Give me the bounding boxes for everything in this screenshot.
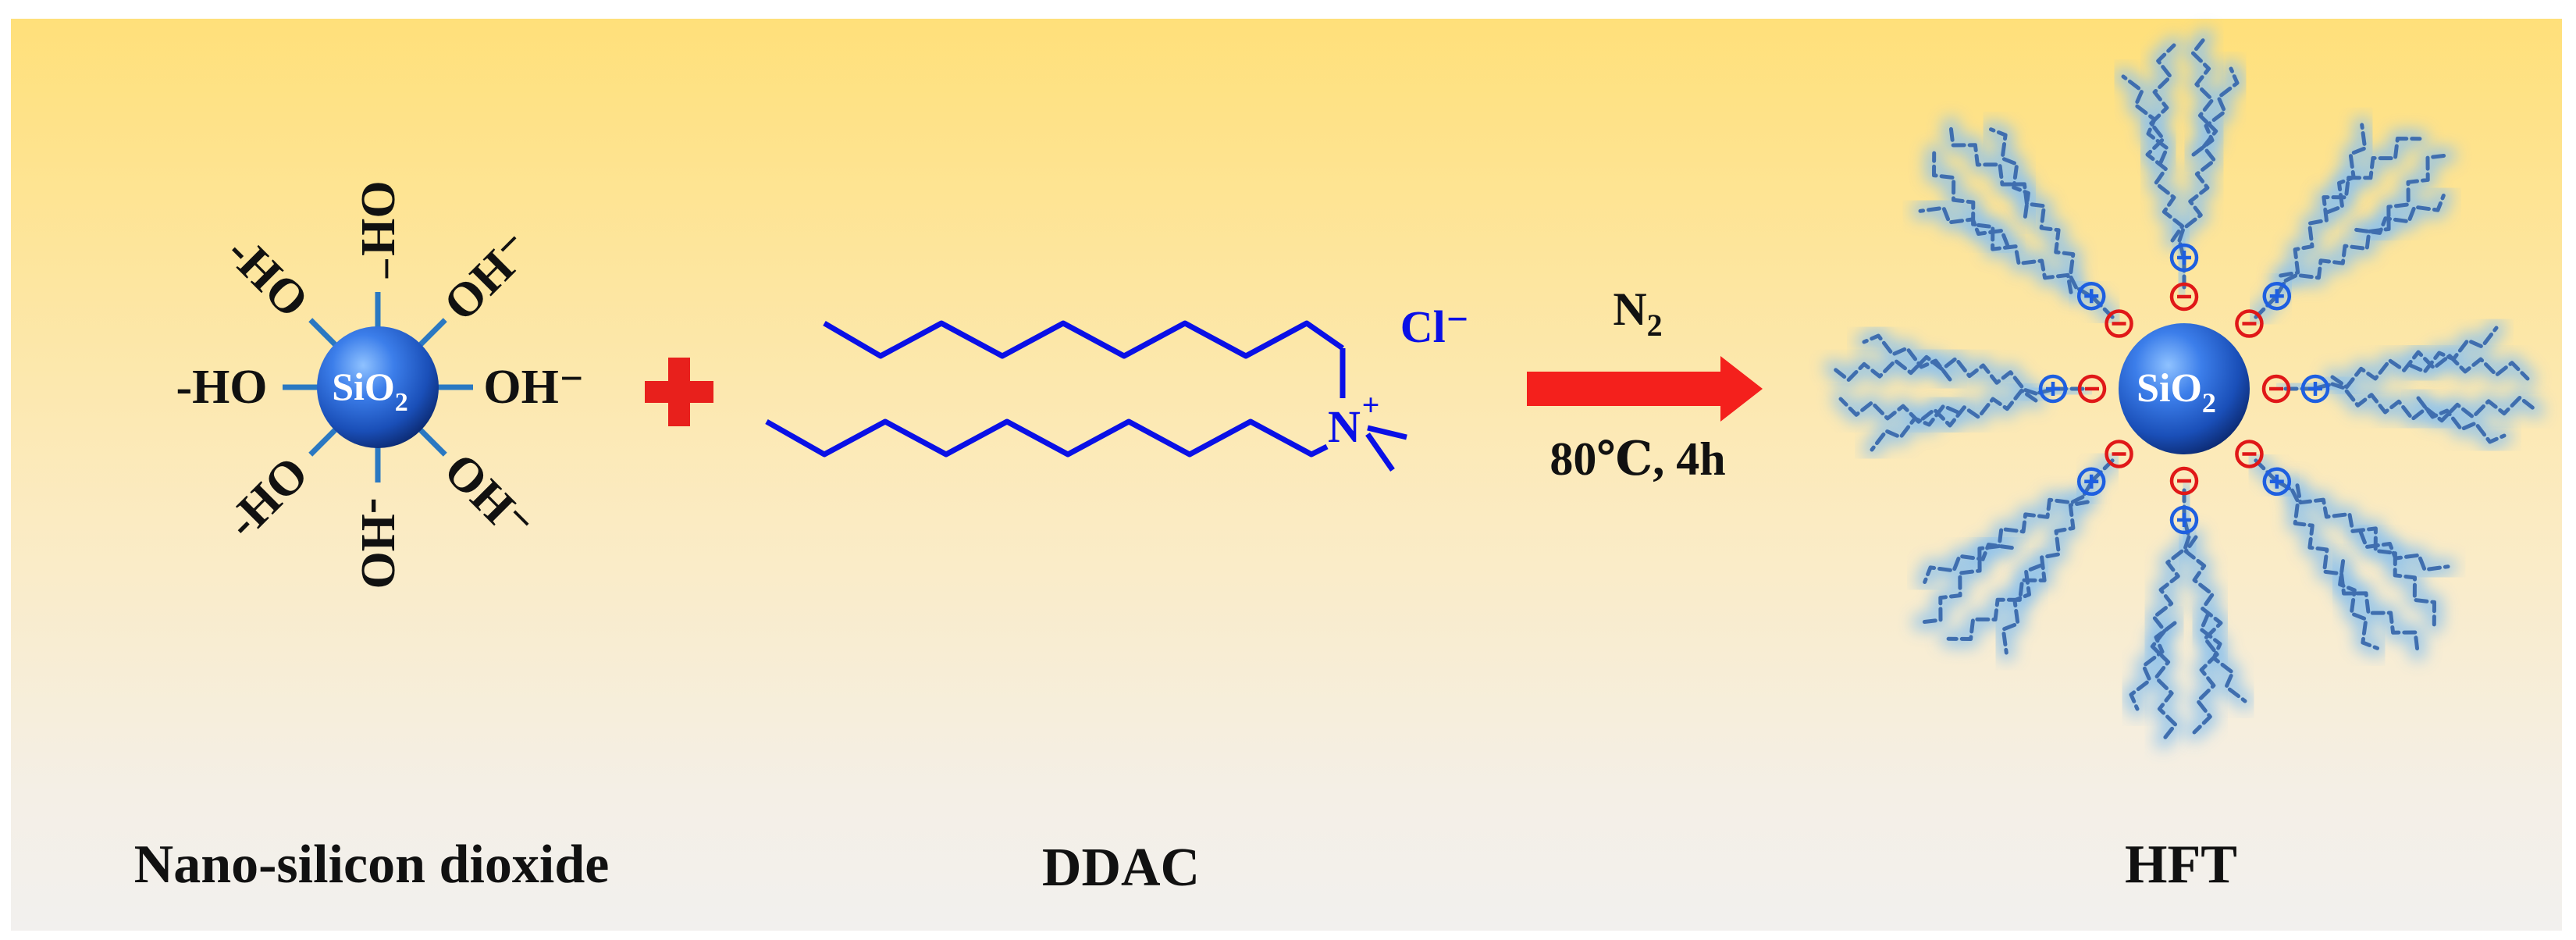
surfactant-arm xyxy=(2122,482,2254,749)
negative-charge-icon xyxy=(2169,466,2199,496)
positive-charge-icon xyxy=(2076,281,2106,311)
hft-product: SiO2 xyxy=(1824,29,2544,749)
hydroxyl-group-label: -HO xyxy=(351,497,404,589)
positive-charge-icon xyxy=(2300,374,2330,404)
surfactant-arm xyxy=(1824,327,2091,458)
silica-bond xyxy=(308,318,341,351)
hft-core-label: SiO2 xyxy=(2137,366,2216,418)
silica-bond xyxy=(308,424,341,457)
negative-charge-icon xyxy=(2235,440,2264,468)
surfactant-arm xyxy=(2115,29,2246,296)
positive-charge-icon xyxy=(2262,281,2292,311)
negative-charge-icon xyxy=(2261,374,2291,404)
ddac-n-methyl-1 xyxy=(1367,425,1407,440)
reaction-arrow xyxy=(1527,356,1763,422)
ddac-chain-lower xyxy=(765,418,1329,458)
hft-sphere xyxy=(2119,323,2250,454)
caption-hft: HFT xyxy=(2125,835,2237,895)
positive-charge-icon xyxy=(2262,467,2292,497)
surfactant-arm xyxy=(2247,116,2457,326)
silica-sphere xyxy=(317,326,439,448)
silica-bonds xyxy=(283,292,473,482)
negative-charge-icon xyxy=(2105,440,2133,468)
silica-core-label: SiO2 xyxy=(332,365,408,417)
ddac-chain-upper xyxy=(823,320,1344,359)
plus-sign xyxy=(645,358,713,426)
caption-ddac: DDAC xyxy=(1042,838,1200,898)
reaction-temperature-time: 80℃, 4h xyxy=(1550,433,1725,485)
positive-charge-icon xyxy=(2169,505,2199,535)
hydroxyl-group-label: -HO xyxy=(176,361,267,414)
ddac-nitrogen-charge: + xyxy=(1362,387,1380,422)
hft-charge-layer xyxy=(2038,243,2330,535)
negative-charge-icon xyxy=(2169,282,2199,312)
ddac-n-methyl-2 xyxy=(1365,433,1395,472)
positive-charge-icon xyxy=(2076,467,2106,497)
hydroxyl-group-label: OH⁻ xyxy=(351,180,404,281)
hydroxyl-group-label: OH⁻ xyxy=(483,361,584,414)
silica-bond xyxy=(415,424,447,457)
surfactant-arm xyxy=(2277,319,2544,450)
negative-charge-icon xyxy=(2235,309,2264,338)
background-panel xyxy=(11,19,2562,931)
positive-charge-icon xyxy=(2169,243,2199,272)
ddac-structure: N + Cl⁻ xyxy=(765,301,1470,472)
ddac-counter-ion: Cl⁻ xyxy=(1400,301,1470,352)
ddac-nitrogen-label: N xyxy=(1328,401,1361,452)
hft-surfactant-arms xyxy=(1824,29,2544,749)
negative-charge-icon xyxy=(2077,374,2107,404)
reaction-atmosphere: N2 xyxy=(1613,283,1662,343)
caption-silica: Nano-silicon dioxide xyxy=(134,835,610,895)
negative-charge-icon xyxy=(2105,309,2133,338)
positive-charge-icon xyxy=(2038,374,2068,404)
silica-bond xyxy=(415,318,447,351)
